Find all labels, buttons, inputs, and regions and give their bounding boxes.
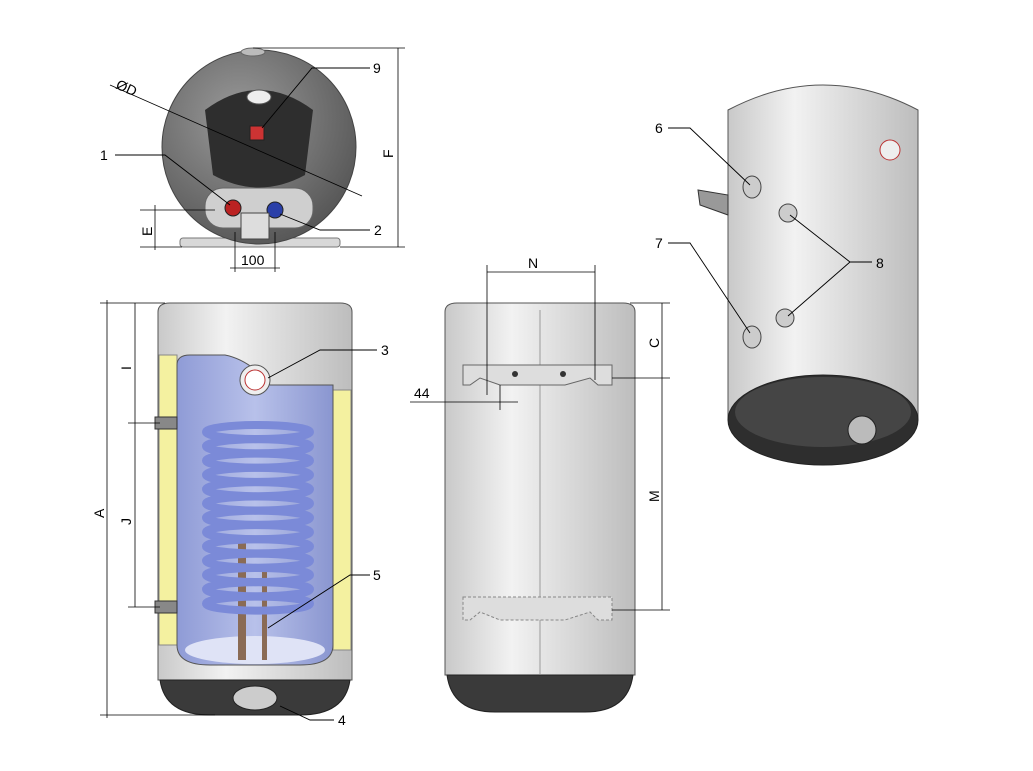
indicator-lamp — [249, 125, 265, 141]
label-j: J — [118, 518, 134, 525]
label-m: M — [646, 490, 662, 502]
flange — [232, 685, 278, 711]
thermostat-knob — [246, 89, 272, 105]
label-a: A — [91, 508, 107, 518]
label-e: E — [139, 227, 155, 236]
junction-box — [240, 212, 270, 240]
label-c: C — [646, 338, 662, 348]
callout-6: 6 — [655, 120, 663, 136]
top-fitting — [240, 47, 266, 57]
label-44: 44 — [414, 385, 430, 401]
lower-bracket — [462, 596, 613, 621]
callout-8: 8 — [876, 255, 884, 271]
label-100: 100 — [241, 252, 265, 268]
heating-coil — [202, 421, 314, 615]
persp-shell — [727, 84, 919, 421]
persp-bracket — [697, 189, 729, 216]
label-i: I — [118, 366, 134, 370]
callout-9: 9 — [373, 60, 381, 76]
label-f: F — [380, 149, 396, 158]
callout-4: 4 — [338, 712, 346, 728]
cutaway-view: A I J 3 5 4 — [91, 300, 389, 728]
top-view: F E 100 ØD 9 1 2 — [100, 47, 405, 272]
persp-thermometer — [879, 139, 901, 161]
callout-3: 3 — [381, 342, 389, 358]
hot-outlet — [224, 199, 242, 217]
perspective-view: 6 7 8 — [655, 84, 919, 466]
back-view: N 44 C M — [410, 255, 670, 713]
dim-d — [109, 84, 363, 197]
callout-7: 7 — [655, 235, 663, 251]
callout-5: 5 — [373, 567, 381, 583]
back-bottom-cover — [446, 674, 634, 713]
coil-turn — [202, 592, 314, 615]
tank-bottom — [185, 636, 325, 664]
callout-1: 1 — [100, 147, 108, 163]
label-n: N — [528, 255, 538, 271]
persp-knob — [847, 415, 877, 445]
insulation-right — [332, 389, 352, 651]
label-d: ØD — [114, 76, 140, 99]
cold-inlet — [266, 201, 284, 219]
callout-2: 2 — [374, 222, 382, 238]
